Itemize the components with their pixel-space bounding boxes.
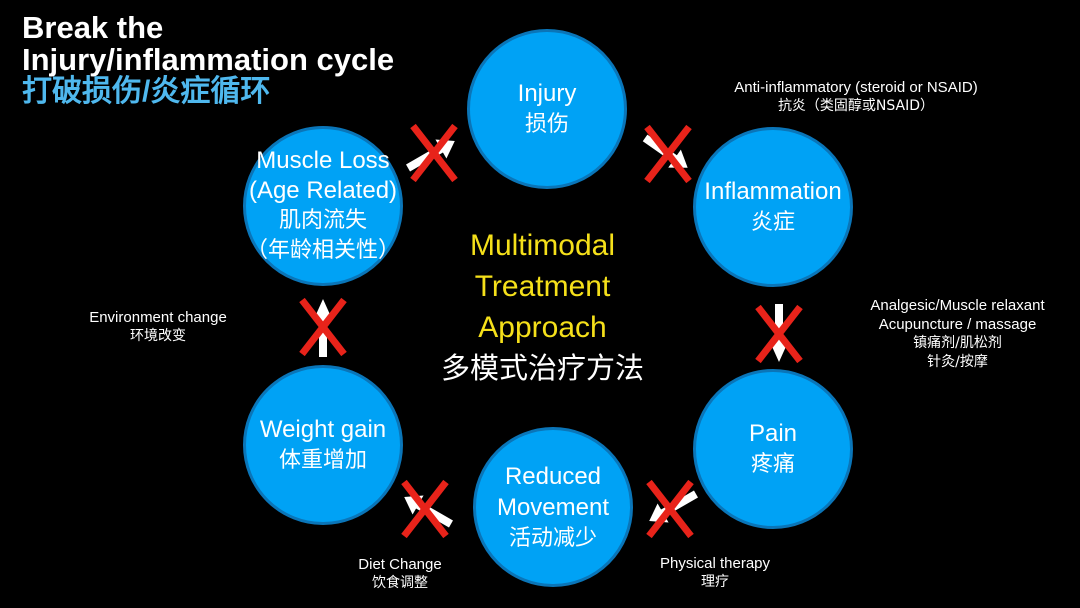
cross-icon [299, 297, 347, 357]
node-weight-gain-en: Weight gain [259, 416, 387, 443]
note-anti-inflammatory-en: Anti-inflammatory (steroid or NSAID) [734, 79, 978, 96]
slide-title: Break the Injury/inflammation cycle 打破损伤… [22, 12, 394, 108]
center-zh: 多模式治疗方法 [440, 351, 644, 385]
node-muscle-loss-en1: Muscle Loss [256, 147, 390, 174]
note-analgesic-en1: Analgesic/Muscle relaxant [870, 297, 1045, 314]
node-injury: Injury 损伤 [467, 29, 627, 189]
node-weight-gain: Weight gain 体重增加 [243, 365, 403, 525]
node-muscle-loss-en2: (Age Related) [248, 177, 398, 204]
node-inflammation-en: Inflammation [704, 178, 842, 205]
node-reduced-movement-en1: Reduced [504, 462, 602, 490]
blocked-arrow-muscle-loss-to-injury [406, 123, 460, 183]
node-muscle-loss-zh2: （年龄相关性） [246, 238, 401, 263]
note-analgesic-en2: Acupuncture / massage [878, 316, 1037, 333]
node-muscle-loss: Muscle Loss (Age Related) 肌肉流失 （年龄相关性） [243, 126, 403, 286]
note-diet-change-zh: 饮食调整 [372, 575, 428, 591]
node-pain-en: Pain [748, 420, 798, 447]
note-analgesic-zh2: 针灸/按摩 [927, 354, 988, 370]
note-analgesic-zh1: 镇痛剂/肌松剂 [913, 335, 1002, 351]
center-line-1: Multimodal [469, 229, 616, 262]
blocked-arrow-inflammation-to-pain [753, 304, 805, 364]
node-reduced-movement-en2: Movement [496, 493, 610, 521]
blocked-arrow-weight-gain-to-muscle-loss [297, 297, 349, 357]
blocked-arrow-pain-to-reduced-movement [644, 479, 698, 539]
cross-icon [755, 304, 803, 364]
node-reduced-movement: Reduced Movement 活动减少 [473, 427, 633, 587]
blocked-arrow-injury-to-inflammation [642, 124, 694, 184]
note-anti-inflammatory: Anti-inflammatory (steroid or NSAID) 抗炎（… [718, 78, 994, 116]
note-diet-change: Diet Change 饮食调整 [345, 555, 455, 593]
note-physical-therapy: Physical therapy 理疗 [650, 554, 780, 592]
node-pain: Pain 疼痛 [693, 369, 853, 529]
node-reduced-movement-zh: 活动减少 [508, 525, 597, 551]
cross-icon [644, 124, 692, 184]
cross-icon [646, 479, 694, 539]
cross-icon [401, 479, 449, 539]
note-environment-change-zh: 环境改变 [130, 328, 186, 344]
note-physical-therapy-en: Physical therapy [659, 555, 771, 572]
node-weight-gain-zh: 体重增加 [278, 448, 367, 473]
note-anti-inflammatory-zh: 抗炎（类固醇或NSAID） [777, 98, 935, 114]
node-injury-en: Injury [517, 80, 577, 107]
center-label: Multimodal Treatment Approach 多模式治疗方法 [405, 225, 680, 389]
node-inflammation: Inflammation 炎症 [693, 127, 853, 287]
note-environment-change-en: Environment change [89, 309, 227, 326]
note-diet-change-en: Diet Change [358, 556, 442, 573]
note-environment-change: Environment change 环境改变 [78, 308, 238, 346]
center-line-3: Approach [478, 311, 607, 344]
center-line-2: Treatment [474, 270, 611, 303]
node-inflammation-zh: 炎症 [750, 210, 795, 235]
note-physical-therapy-zh: 理疗 [701, 574, 729, 590]
blocked-arrow-reduced-movement-to-weight-gain [399, 479, 453, 539]
title-line-1: Break the [22, 10, 164, 45]
node-injury-zh: 损伤 [524, 112, 569, 137]
title-line-2: Injury/inflammation cycle [22, 42, 395, 77]
note-analgesic: Analgesic/Muscle relaxant Acupuncture / … [855, 296, 1060, 372]
node-muscle-loss-zh1: 肌肉流失 [278, 208, 367, 233]
title-zh: 打破损伤/炎症循环 [22, 75, 271, 108]
node-pain-zh: 疼痛 [750, 452, 795, 477]
cross-icon [410, 123, 458, 183]
